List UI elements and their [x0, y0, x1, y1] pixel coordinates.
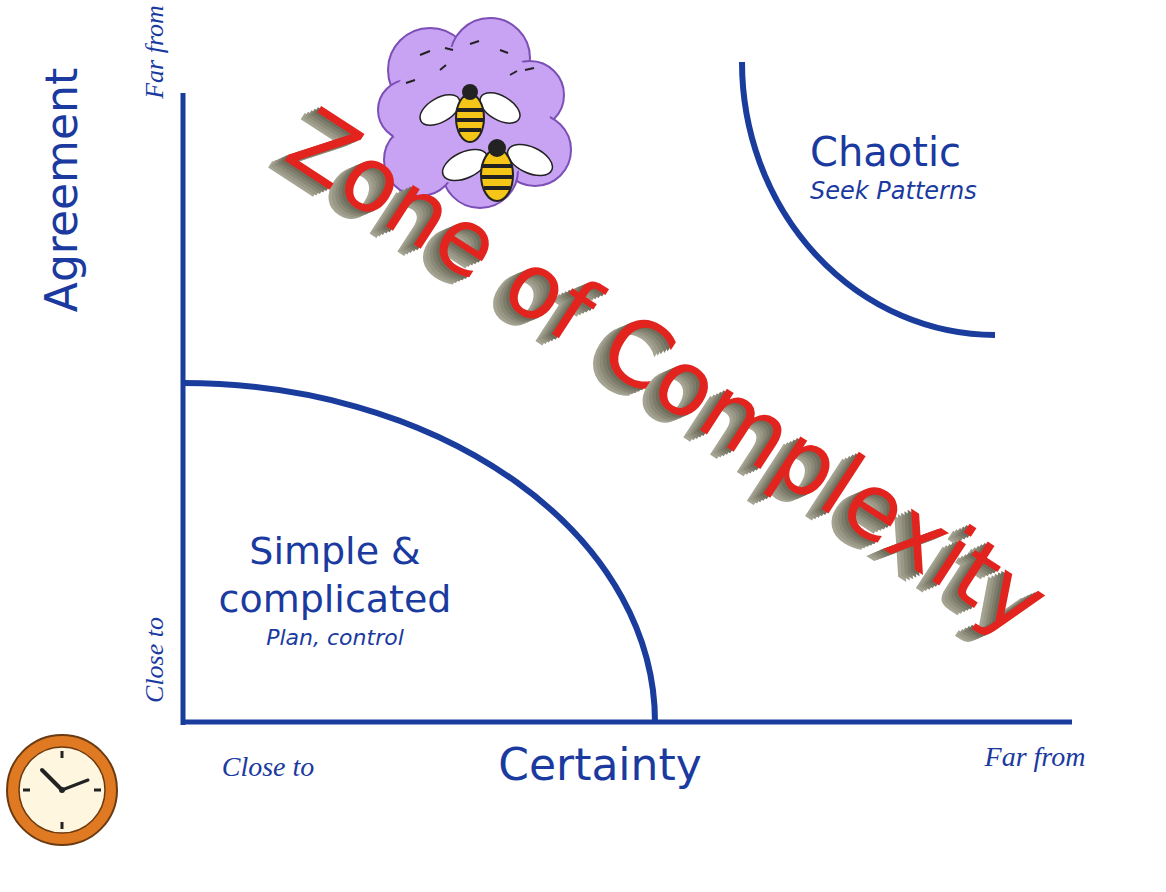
axis-title: Agreement	[37, 68, 88, 312]
axis-title: Certainty	[498, 740, 702, 791]
region-text: Simple & complicatedPlan, control	[185, 528, 485, 654]
region-name: Chaotic	[810, 128, 1110, 176]
bee	[415, 84, 525, 142]
y-axis	[181, 93, 186, 725]
chaotic-region: ChaoticSeek Patterns	[742, 0, 1166, 340]
axis-end-label: Close to	[140, 617, 170, 703]
x-axis	[181, 720, 1072, 725]
axis-end-label: Close to	[222, 751, 315, 783]
region-name: Simple & complicated	[185, 528, 485, 623]
axis-end-label: Far from	[140, 5, 170, 99]
simple-region: Simple & complicatedPlan, control	[183, 383, 655, 722]
region-text: ChaoticSeek Patterns	[810, 128, 1110, 207]
axis-end-label: Far from	[985, 741, 1086, 773]
clock	[7, 735, 117, 845]
region-advice: Plan, control	[185, 623, 485, 654]
region-advice: Seek Patterns	[810, 176, 1110, 207]
region-boundary	[183, 383, 655, 722]
